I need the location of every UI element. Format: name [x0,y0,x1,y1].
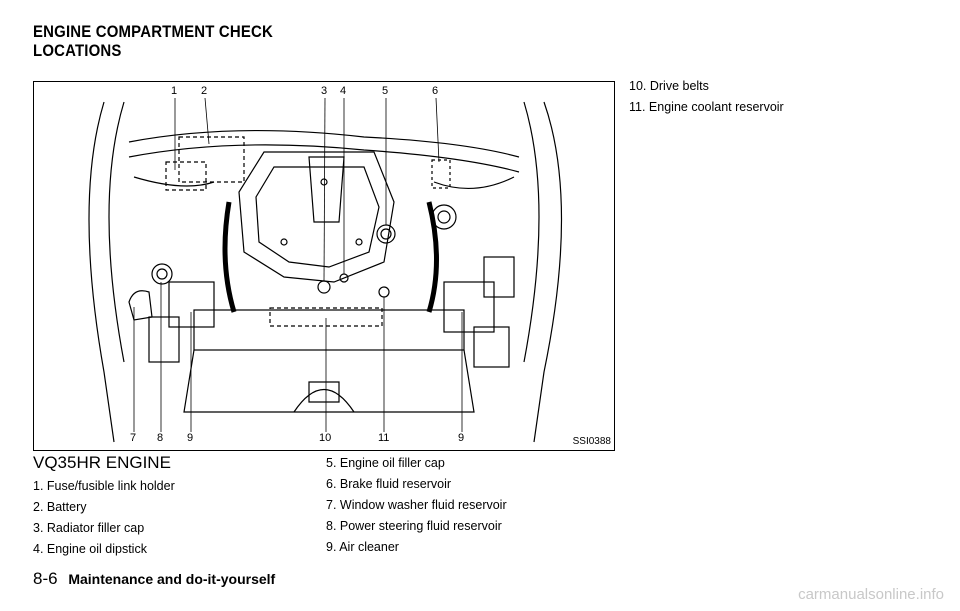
list-item: 8. Power steering fluid reservoir [326,519,502,533]
list-item: 6. Brake fluid reservoir [326,477,452,491]
list-item: 1. Fuse/fusible link holder [33,479,175,493]
page-footer: 8-6 Maintenance and do-it-yourself [33,569,275,589]
watermark: carmanualsonline.info [798,586,944,603]
page-title-line-2: LOCATIONS [33,41,122,60]
list-item: 3. Radiator filler cap [33,521,145,535]
figure-code: SSI0388 [572,436,611,447]
list-item: 9. Air cleaner [326,540,399,554]
engine-title: VQ35HR ENGINE [33,453,171,472]
callout-9-left: 9 [187,432,194,444]
callout-3: 3 [321,85,328,97]
callout-4: 4 [340,85,347,97]
page-number: 8-6 [33,569,58,588]
legend-column-2: 5. Engine oil filler cap 6. Brake fluid … [326,453,507,558]
list-item: 11. Engine coolant reservoir [629,100,784,114]
callout-5: 5 [382,85,389,97]
callout-11: 11 [378,432,390,444]
list-item: 10. Drive belts [629,79,709,93]
engine-drawing [88,97,563,443]
list-item: 7. Window washer fluid reservoir [326,498,507,512]
page-title: ENGINE COMPARTMENT CHECK LOCATIONS [33,22,273,60]
list-item: 2. Battery [33,500,87,514]
callout-6: 6 [432,85,439,97]
page-title-line-1: ENGINE COMPARTMENT CHECK [33,22,273,41]
callout-10: 10 [319,432,332,444]
list-item: 4. Engine oil dipstick [33,542,147,556]
callout-9-right: 9 [458,432,465,444]
callout-7: 7 [130,432,137,444]
list-item: 5. Engine oil filler cap [326,456,445,470]
legend-column-3: 10. Drive belts 11. Engine coolant reser… [629,76,784,118]
legend-column-1: 1. Fuse/fusible link holder 2. Battery 3… [33,476,175,560]
section-title: Maintenance and do-it-yourself [68,571,276,587]
callout-1: 1 [171,85,178,97]
callout-2: 2 [201,85,208,97]
callout-8: 8 [157,432,164,444]
engine-compartment-illustration: 1 2 3 4 5 6 7 8 9 10 11 9 SSI0388 [33,81,615,451]
